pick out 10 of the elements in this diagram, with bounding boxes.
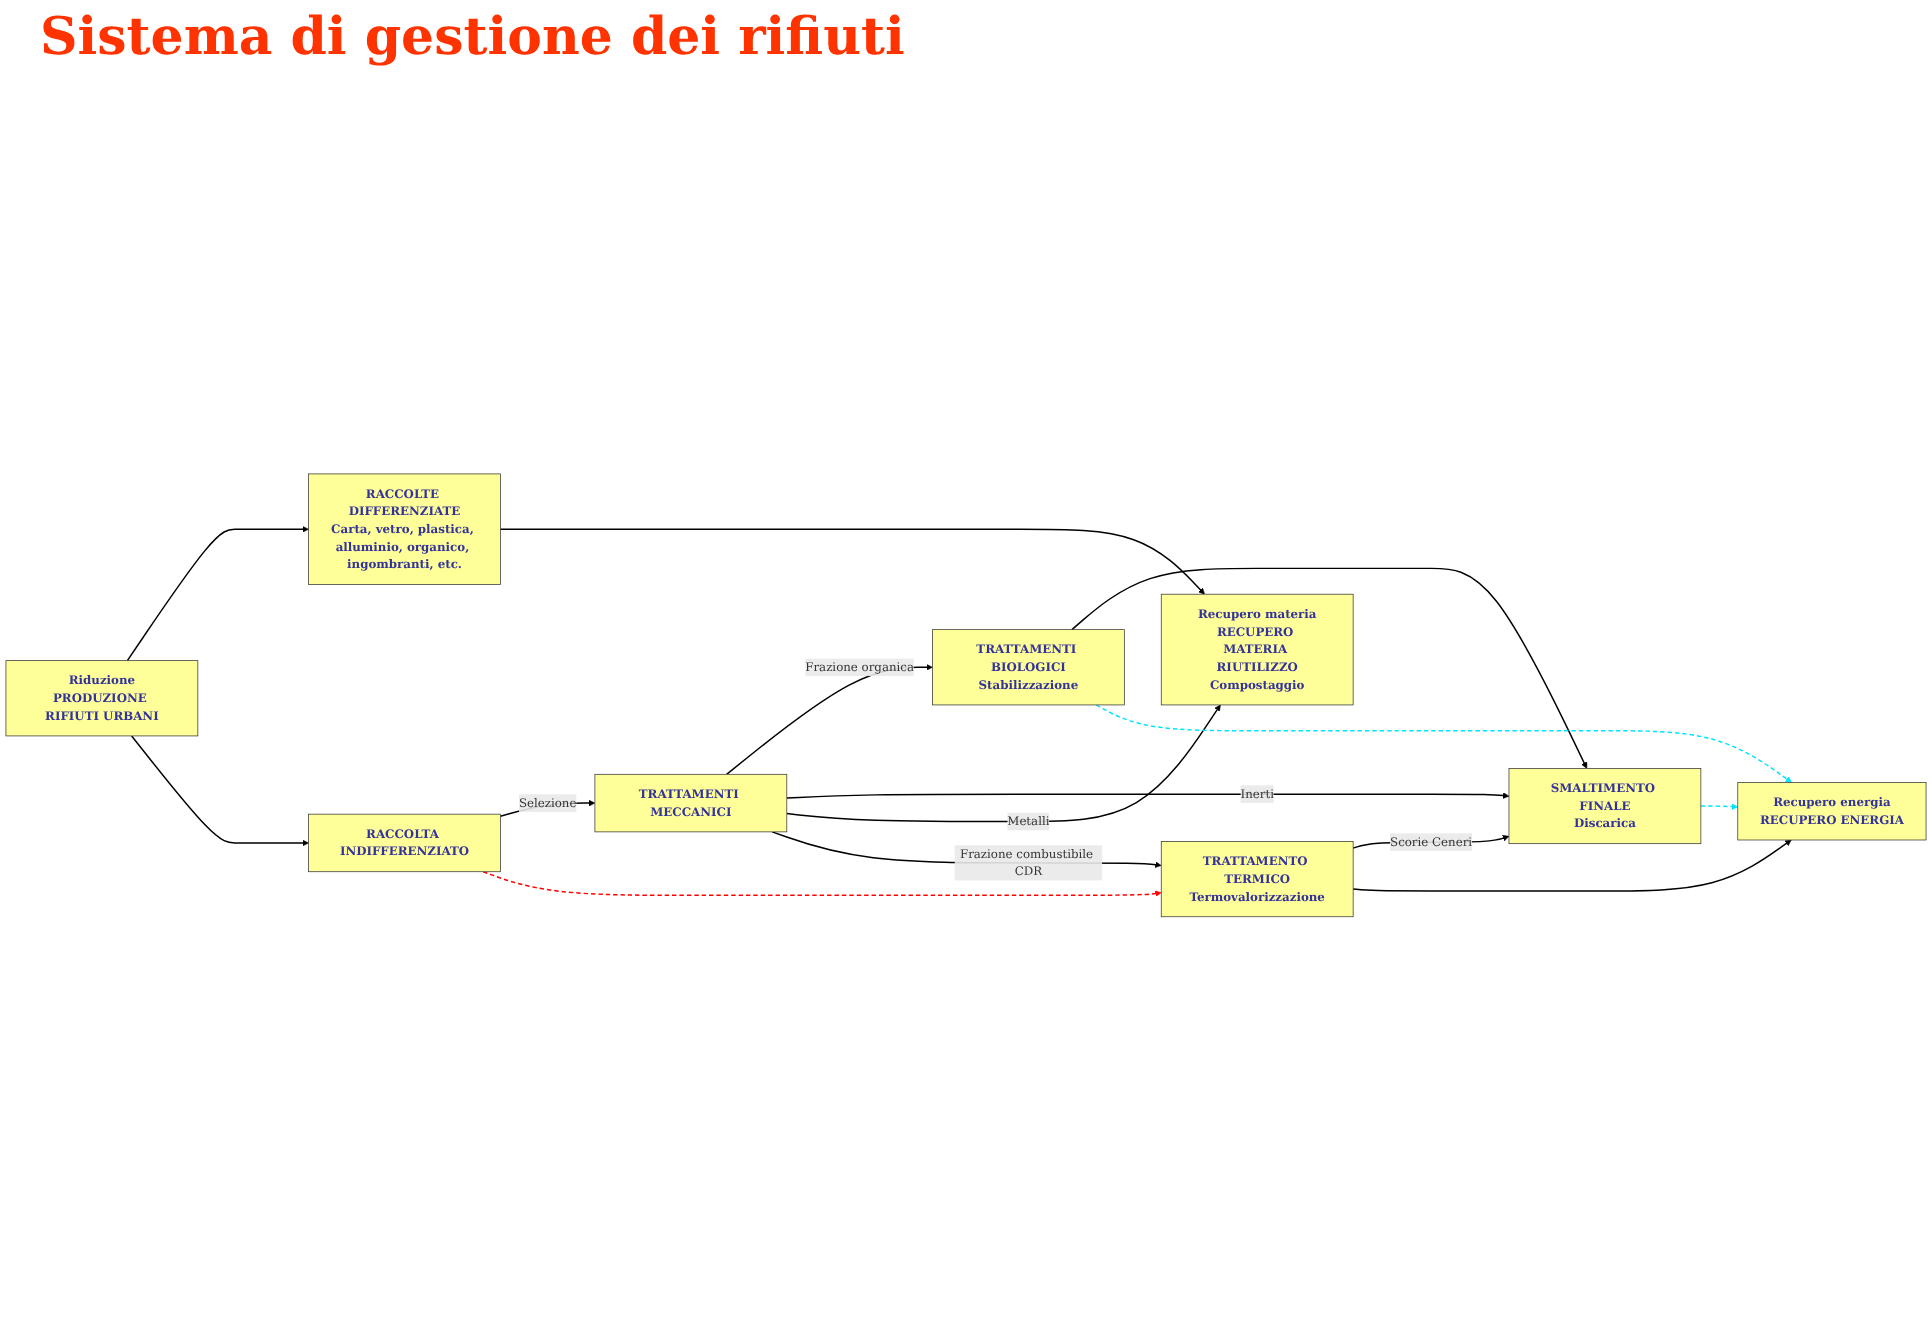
arrow xyxy=(130,735,309,847)
arrow xyxy=(1095,704,1792,784)
arrow xyxy=(1352,840,1792,893)
arrow xyxy=(1700,804,1739,811)
arrow xyxy=(786,792,1510,800)
arrow xyxy=(499,529,1205,596)
arrow xyxy=(786,705,1221,823)
diagram-title: Sistema di gestione dei rifiuti xyxy=(40,8,907,68)
arrow xyxy=(1071,568,1588,770)
arrow xyxy=(126,526,309,663)
